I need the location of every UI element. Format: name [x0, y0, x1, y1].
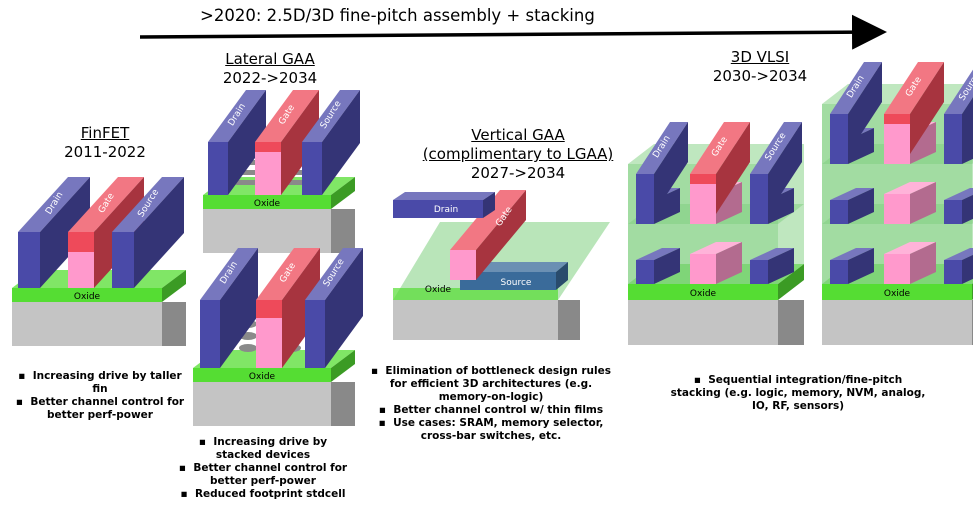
finfet-bullet: Increasing drive by taller fin	[10, 370, 190, 396]
vlsi-3d-stack-b-top-source: Source	[944, 69, 973, 154]
vlsi-3d-header: 3D VLSI 2030->2034	[695, 48, 825, 86]
finfet-title: FinFET	[80, 124, 130, 142]
lgaa-top-oxide-label: Oxide	[254, 199, 281, 209]
vlsi-3d-stack-a-tier-channel	[690, 242, 742, 284]
vertical-gaa-bullet: Better channel control w/ thin films	[366, 404, 616, 417]
lgaa-bot-source: Source	[305, 248, 363, 368]
vgaa-source	[460, 262, 568, 290]
vlsi-3d-stack-a-substrate	[628, 300, 804, 345]
finfet-header: FinFET 2011-2022	[40, 124, 170, 162]
vlsi-3d-stack-a-top-source: Source	[750, 122, 802, 214]
finfet-years: 2011-2022	[64, 143, 146, 161]
timeline-banner: >2020: 2.5D/3D fine-pitch assembly + sta…	[200, 6, 595, 25]
vlsi-3d-stack-a-tier-source	[750, 248, 794, 284]
lateral-gaa-header: Lateral GAA 2022->2034	[205, 50, 335, 88]
vlsi-3d-stack-b-tier-source	[944, 188, 973, 224]
lateral-gaa-bullet: Better channel control for better perf-p…	[178, 462, 348, 488]
vertical-gaa-bullets: Elimination of bottleneck design rules f…	[366, 365, 616, 443]
vlsi-3d-stack-b-tier-channel	[884, 242, 936, 284]
lgaa-top-substrate	[203, 209, 355, 253]
vlsi-3d-stack-a-tier-drain	[636, 248, 680, 284]
vgaa-channel	[450, 250, 476, 280]
lgaa-top-source: Source	[302, 90, 360, 195]
vertical-gaa-years: 2027->2034	[470, 164, 566, 182]
lateral-gaa-title: Lateral GAA	[225, 50, 315, 68]
vgaa-oxide-label: Oxide	[425, 285, 452, 295]
finfet-bullet: Better channel control for better perf-p…	[10, 396, 190, 422]
finfet-oxide-label: Oxide	[74, 292, 101, 302]
vgaa-substrate	[393, 300, 580, 340]
vertical-gaa-header: Vertical GAA (complimentary to LGAA) 202…	[408, 126, 628, 183]
vlsi-3d-stack-a-top-channel	[690, 184, 716, 214]
timeline-arrow	[139, 14, 887, 50]
vertical-gaa-bullet: Use cases: SRAM, memory selector, cross-…	[366, 417, 616, 443]
finfet-bullets: Increasing drive by taller fin Better ch…	[10, 370, 190, 422]
lateral-gaa-years: 2022->2034	[222, 69, 318, 87]
lgaa-bot-channel	[256, 318, 282, 368]
vlsi-3d-stack-b-tier-source	[944, 248, 973, 284]
vlsi-3d-stack-b-tier-drain	[830, 248, 874, 284]
vlsi-3d-stack-b-substrate	[822, 300, 973, 345]
vlsi-3d-stack-b-tier-channel	[884, 182, 936, 224]
vlsi-3d-bullet: Sequential integration/fine-pitch stacki…	[668, 374, 928, 413]
finfet-channel	[68, 252, 94, 288]
vlsi-3d-stack-a-oxide-label: Oxide	[690, 289, 717, 299]
lgaa-bot-substrate	[193, 382, 355, 426]
vlsi-3d-stack-b-tier-drain	[830, 188, 874, 224]
vgaa-drain-label: Drain	[434, 205, 458, 215]
vertical-gaa-bullet: Elimination of bottleneck design rules f…	[366, 365, 616, 404]
finfet-drain: Drain	[18, 177, 90, 288]
lgaa-top-channel	[255, 152, 281, 195]
lateral-gaa-bullet: Reduced footprint stdcell	[178, 488, 348, 501]
vgaa-drain	[393, 192, 495, 218]
vgaa-source-label: Source	[501, 278, 532, 288]
vlsi-3d-bullets: Sequential integration/fine-pitch stacki…	[668, 374, 928, 413]
vertical-gaa-title: Vertical GAA	[471, 126, 565, 144]
lateral-gaa-bullet: Increasing drive by stacked devices	[178, 436, 348, 462]
vlsi-3d-years: 2030->2034	[712, 67, 808, 85]
vlsi-3d-stack-b-oxide-label: Oxide	[884, 289, 911, 299]
vgaa-oxide-layer	[393, 288, 558, 300]
vertical-gaa-subtitle: (complimentary to LGAA)	[422, 145, 614, 163]
lgaa-bot-nanowire	[239, 344, 257, 352]
lgaa-bot-drain: Drain	[200, 248, 258, 368]
finfet-source: Source	[112, 177, 184, 288]
vlsi-3d-title: 3D VLSI	[730, 48, 790, 66]
vlsi-3d-stack-b-top-channel	[884, 124, 910, 154]
finfet-substrate	[12, 302, 186, 346]
lgaa-bot-oxide-label: Oxide	[249, 372, 276, 382]
lateral-gaa-bullets: Increasing drive by stacked devices Bett…	[178, 436, 348, 501]
